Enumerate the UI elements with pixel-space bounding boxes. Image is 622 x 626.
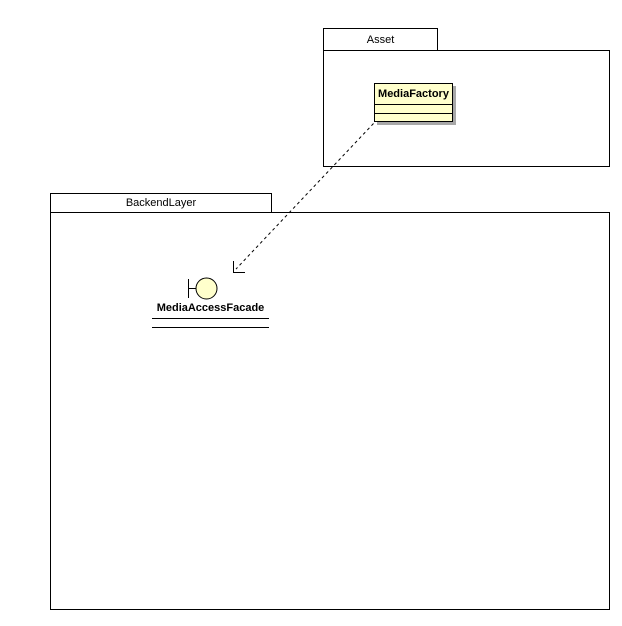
class-media-factory-operations-compartment [375, 112, 452, 122]
class-media-factory-attributes-compartment [375, 104, 452, 113]
package-asset-tab[interactable]: Asset [323, 28, 438, 50]
class-media-factory[interactable]: MediaFactory [374, 83, 453, 122]
package-backend-layer-label: BackendLayer [125, 197, 197, 209]
package-backend-layer-body[interactable] [50, 212, 610, 610]
package-asset-label: Asset [366, 33, 395, 46]
package-asset-body[interactable] [323, 50, 610, 167]
interface-media-access-facade-label[interactable]: MediaAccessFacade [156, 302, 265, 314]
package-backend-layer-tab[interactable]: BackendLayer [50, 193, 272, 212]
class-media-factory-name: MediaFactory [378, 88, 449, 100]
